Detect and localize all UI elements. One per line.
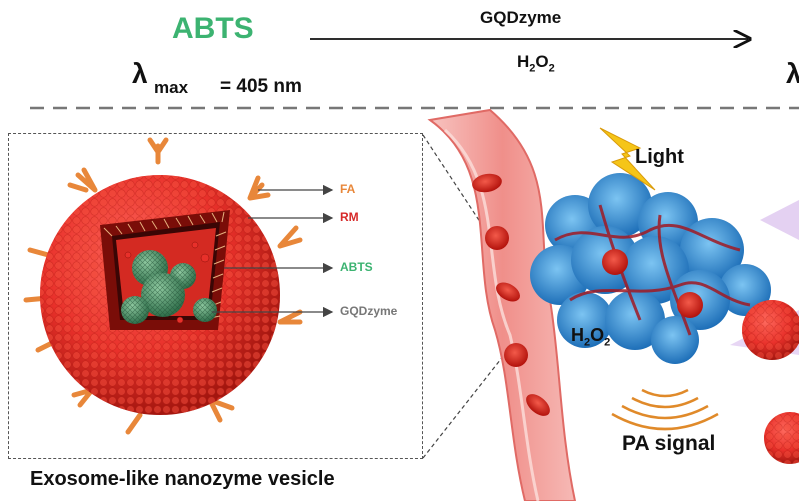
blood-vessel	[427, 108, 577, 501]
fa-ligands	[23, 137, 303, 435]
h2o2-label: H2O2	[571, 325, 611, 349]
arrow-reagent-label: H2O2	[517, 52, 555, 75]
pa-signal-label: PA signal	[622, 432, 716, 455]
figure-caption: Exosome-like nanozyme vesicle	[30, 468, 335, 490]
lambda-subscript: max	[154, 78, 189, 97]
lambda-right-symbol: λ	[786, 58, 799, 89]
light-label: Light	[635, 146, 684, 168]
lambda-value: = 405 nm	[220, 76, 302, 97]
arrow-catalyst-label: GQDzyme	[480, 8, 562, 27]
lambda-symbol: λ	[132, 58, 148, 89]
rm-label: RM	[340, 210, 359, 224]
abts-label: ABTS	[340, 260, 373, 274]
tumor-cluster	[530, 173, 771, 364]
gqdzyme-particles	[121, 250, 217, 324]
gqdzyme-label: GQDzyme	[340, 304, 398, 318]
pa-signal-waves	[611, 388, 719, 431]
lightning-icon	[599, 127, 656, 191]
red-blood-cells	[472, 173, 550, 416]
fa-label: FA	[340, 182, 356, 196]
abts-title: ABTS	[172, 12, 254, 45]
